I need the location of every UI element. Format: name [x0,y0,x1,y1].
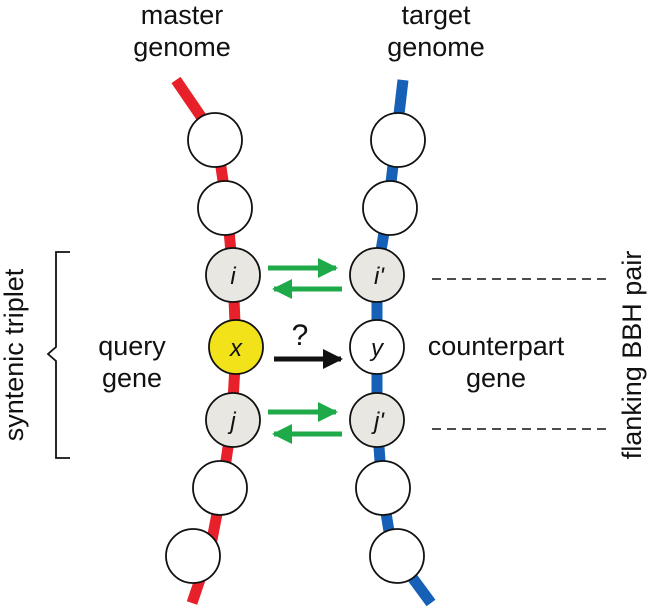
query-gene-label-line2: gene [102,363,162,393]
query-gene-label-line1: query [98,331,166,361]
gene-label-j: j [227,408,236,435]
counterpart-gene-label-line2: gene [466,363,526,393]
master-gene-j [205,392,261,448]
target-gene-j-prime [349,392,405,448]
target-gene-6 [355,460,411,516]
target-gene-2 [362,180,418,236]
target-gene-7 [369,528,425,584]
syntenic-triplet-bracket [46,251,70,459]
target-gene-1 [370,112,426,168]
target-gene-i-prime [349,247,405,303]
query-gene-x [208,319,264,375]
counterpart-gene-label-line1: counterpart [428,331,565,361]
master-genome-label-line1: master [141,0,224,30]
question-mark: ? [292,319,309,352]
master-gene-1 [187,112,243,168]
master-gene-i [205,247,261,303]
counterpart-gene-y [349,319,405,375]
master-genome-label-line2: genome [133,32,231,62]
target-genome-label-line2: genome [387,32,485,62]
gene-label-x: x [229,335,243,362]
flanking-bbh-pair-label: flanking BBH pair [617,251,647,460]
gene-label-i: i [230,263,236,290]
gene-label-y: y [369,335,385,362]
syntenic-triplet-label: syntenic triplet [0,268,29,441]
gene-label-i-prime: i' [374,263,385,290]
gene-label-j-prime: j' [371,408,385,435]
master-gene-7 [165,528,221,584]
master-gene-6 [192,460,248,516]
master-gene-2 [197,180,253,236]
target-genome-label-line1: target [401,0,471,30]
